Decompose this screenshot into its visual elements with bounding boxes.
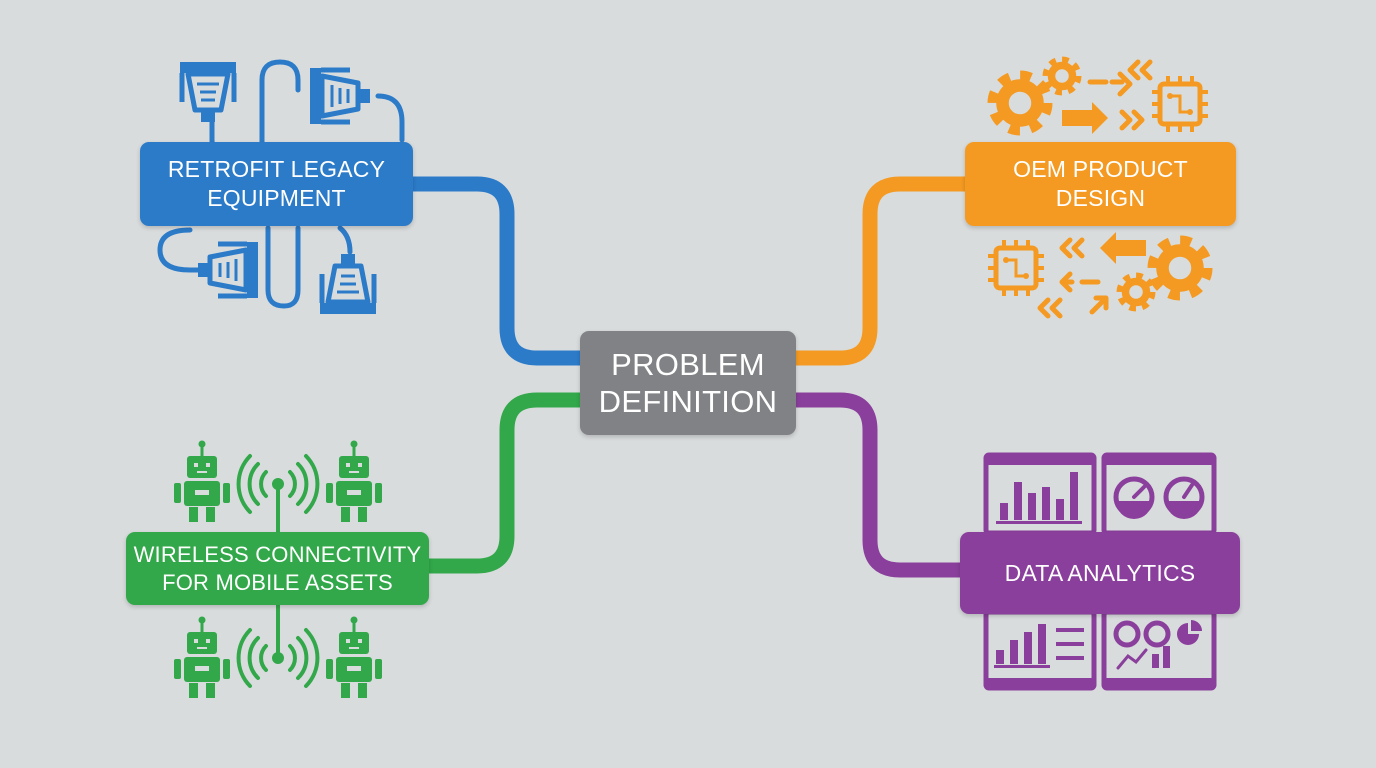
branch-node-wireless-connectivity: WIRELESS CONNECTIVITY FOR MOBILE ASSETS [126,532,429,605]
connector-oem [788,176,974,366]
branch-retrofit-line-1: RETROFIT LEGACY [167,156,386,182]
branch-wireless-line-2: FOR MOBILE ASSETS [162,569,393,595]
branch-retrofit-line-2: EQUIPMENT [207,185,346,211]
branch-oem-line-1: OEM PRODUCT [1013,156,1188,182]
center-node-line-1: PROBLEM [611,347,765,382]
branch-oem-line-2: DESIGN [1055,185,1146,211]
branch-wireless-line-1: WIRELESS CONNECTIVITY [133,541,422,567]
branch-analytics-line-1: DATA ANALYTICS [1004,559,1196,586]
center-node-line-2: DEFINITION [598,384,778,419]
center-node-problem-definition: PROBLEM DEFINITION [580,331,796,435]
connector-wireless [420,392,590,574]
connector-retrofit [404,176,590,366]
branch-node-retrofit-legacy-equipment: RETROFIT LEGACY EQUIPMENT [140,142,413,226]
branch-node-data-analytics: DATA ANALYTICS [960,532,1240,614]
branch-node-oem-product-design: OEM PRODUCT DESIGN [965,142,1236,226]
connector-analytics [788,392,970,578]
